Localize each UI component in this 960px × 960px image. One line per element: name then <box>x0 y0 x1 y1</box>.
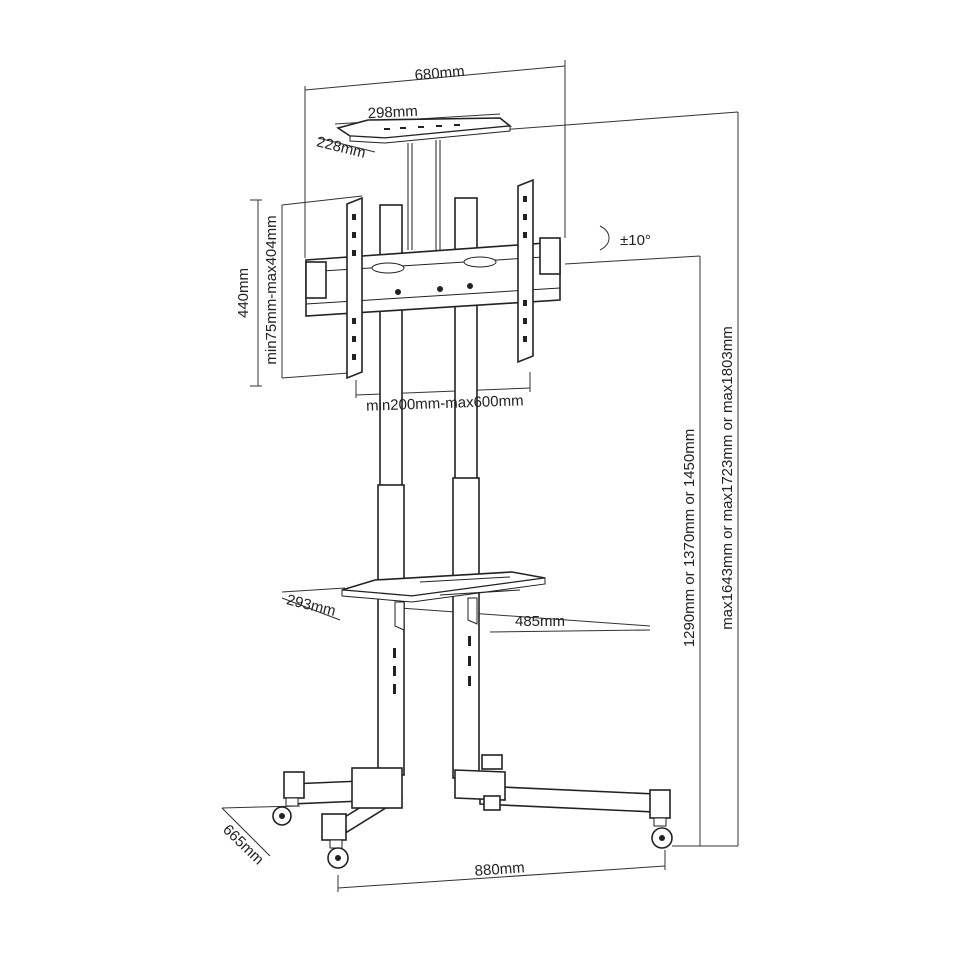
tilt-arrow-icon <box>599 225 610 251</box>
mount-crossbar <box>305 237 561 317</box>
label-lower-shelf-width: 485mm <box>515 613 565 630</box>
caster-right <box>651 817 673 849</box>
label-base-width: 880mm <box>474 859 525 879</box>
label-vesa-vertical: min75mm-max404mm <box>263 215 280 364</box>
vesa-brackets <box>346 178 534 380</box>
label-mount-height: 1290mm or 1370mm or 1450mm <box>681 429 698 647</box>
label-bracket-height: 440mm <box>235 268 252 318</box>
top-shelf <box>336 117 513 250</box>
lower-shelf <box>341 571 546 631</box>
label-vesa-horizontal: min200mm-max600mm <box>366 392 524 414</box>
label-base-depth: 665mm <box>219 821 267 868</box>
label-total-height: max1643mm or max1723mm or max1803mm <box>719 326 736 629</box>
base <box>272 754 673 869</box>
label-tilt: ±10° <box>620 232 651 249</box>
caster-front <box>327 839 349 869</box>
label-overall-width: 680mm <box>414 63 465 84</box>
stand-drawing <box>272 117 673 869</box>
label-top-shelf-width: 298mm <box>367 103 418 123</box>
label-lower-shelf-depth: 293mm <box>285 591 338 620</box>
caster-left-back <box>272 797 299 826</box>
dimension-lines <box>221 60 739 892</box>
uprights <box>377 197 480 779</box>
